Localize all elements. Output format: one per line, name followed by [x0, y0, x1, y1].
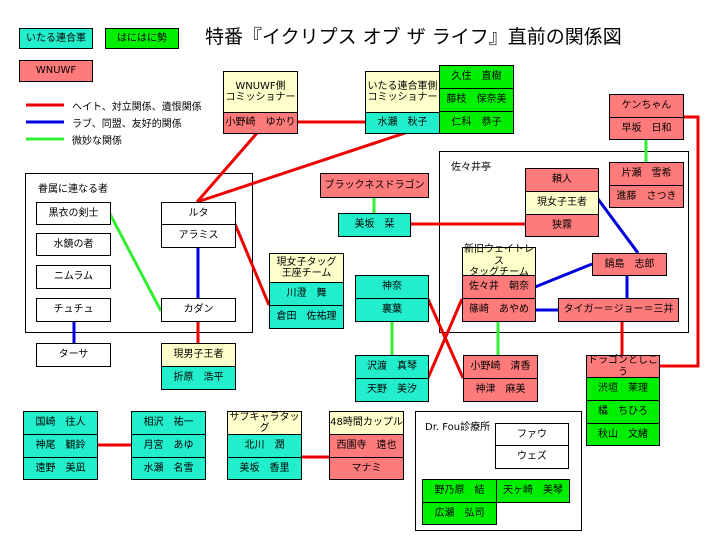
char-uraha: 裏葉: [355, 298, 429, 322]
char-kitagawa-jun: 北川 潤: [227, 434, 302, 458]
sasaitei-frame: [439, 151, 689, 333]
char-kozu-asami: 神津 麻美: [463, 378, 538, 402]
char-nabeshima-shiro: 鍋島 志郎: [592, 253, 667, 276]
line-makoto-ayame: [426, 298, 464, 379]
legend-itaru-swatch: いたる連合軍: [19, 28, 93, 49]
char-yorito: 頼人: [525, 168, 599, 192]
char-manami: マナミ: [329, 457, 404, 480]
couple-48h-label: 48時間カップル: [329, 411, 404, 435]
char-dragon-toshikou: ドラゴンとしこう: [586, 355, 660, 378]
char-fujieda-honami: 藤枝 保奈美: [439, 88, 514, 112]
kenzoku-frame: [25, 173, 253, 333]
legend-subtle-label: 微妙な関係: [72, 136, 122, 147]
char-katase-yuki: 片瀬 雪希: [609, 162, 684, 186]
char-orihara-kohei: 折原 浩平: [161, 366, 236, 390]
char-nishina-kyoko: 仁科 恭子: [439, 111, 514, 134]
char-misaka-kaori: 美坂 香里: [227, 457, 302, 480]
char-kadan: カダン: [161, 298, 236, 322]
char-onozaki-yukari: 小野崎 ゆかり: [223, 112, 298, 134]
char-tsukimiya-ayu: 月宮 あゆ: [131, 434, 206, 458]
char-blackness-dragon: ブラックネスドラゴン: [320, 173, 429, 198]
char-tachibana-chihiro: 橘 ちひろ: [586, 400, 660, 424]
kenzoku-frame-label: 眷属に連なる者: [38, 184, 108, 195]
char-shibugaki-matsuri: 渋垣 茉理: [586, 377, 660, 401]
legend-hate-label: ヘイト、対立関係、遺恨関係: [72, 102, 202, 113]
char-akiyama-fumio: 秋山 文緒: [586, 423, 660, 446]
char-kurata-sayuri: 倉田 佐祐理: [269, 305, 344, 329]
drfou-frame: [415, 411, 582, 531]
legend-love-label: ラブ、同盟、友好的関係: [72, 119, 182, 130]
char-chuchu: チュチュ: [36, 298, 111, 322]
char-sawatari-makoto: 沢渡 真琴: [355, 355, 429, 379]
char-wezu: ウェズ: [495, 445, 569, 469]
subchara-tag-label: サブキャラタッグ: [227, 411, 302, 435]
char-ruta: ルタ: [161, 202, 236, 225]
legend-hanihani-swatch: はにはに勢: [105, 28, 179, 49]
char-tasa: ターサ: [36, 343, 111, 367]
char-amano-mishio: 天野 美汐: [355, 378, 429, 402]
line-arami-tagchamp: [233, 223, 271, 306]
char-sasai-asana: 佐々井 朝奈: [462, 275, 536, 299]
char-sagiri: 狭霧: [525, 214, 599, 237]
char-hirose-koji: 広瀬 弘司: [422, 502, 497, 525]
women-champion-label: 現女子王者: [525, 191, 599, 215]
line-ken-dragon: [659, 115, 700, 368]
legend-wnuwf-swatch: WNUWF: [19, 60, 93, 82]
line-champ-nabeshima: [596, 198, 640, 254]
char-aizawa-yuichi: 相沢 祐一: [131, 411, 206, 435]
wnuwf-commissioner-label: WNUWF側 コミッショナー: [223, 71, 298, 113]
waitress-tag-label: 新旧ウェイトレス タッグチーム: [462, 244, 536, 279]
char-onozaki-sayaka: 小野崎 清香: [463, 355, 538, 379]
char-minase-akiko: 水瀬 秋子: [365, 112, 440, 134]
char-kamio-misuzu: 神尾 観鈴: [23, 434, 98, 458]
char-kunisaki-yukito: 国崎 往人: [23, 411, 98, 435]
char-kokui-no-kenshi: 黒衣の剣士: [36, 202, 111, 225]
char-nonohara-yui: 野乃原 結: [422, 479, 497, 503]
char-tiger-joe-mitsui: タイガー＝ジョー＝三井: [558, 298, 679, 322]
char-kusumi-naoki: 久住 直樹: [439, 65, 514, 89]
char-minase-nayuki: 水瀬 名雪: [131, 457, 206, 480]
itaru-commissioner-label: いたる連合軍側 コミッショナー: [365, 71, 440, 113]
char-kanna: 神奈: [355, 275, 429, 299]
char-aramisu: アラミス: [161, 224, 236, 248]
sasaitei-frame-label: 佐々井亭: [451, 162, 491, 173]
women-tag-champion-label: 現女子タッグ 王座チーム: [269, 253, 344, 283]
char-nimuramu: ニムラム: [36, 265, 111, 289]
men-champion-label: 現男子王者: [161, 343, 236, 367]
char-suikyo-no-mono: 水鏡の者: [36, 233, 111, 256]
page-title: 特番『イクリプス オブ ザ ライフ』直前の関係図: [205, 26, 622, 48]
char-tono-minagi: 遠野 美凪: [23, 457, 98, 480]
line-kokui-kadan: [108, 213, 163, 312]
char-shindo-satsuki: 進藤 さつき: [609, 185, 684, 208]
char-hayasaka-hiyori: 早坂 日和: [609, 117, 684, 140]
line-yukari-ruta: [195, 132, 259, 203]
char-misaka-shiori: 美坂 栞: [338, 213, 411, 237]
char-kawasumi-mai: 川澄 舞: [269, 282, 344, 306]
char-amagasaki-mikoto: 天ヶ崎 美琴: [496, 479, 570, 503]
char-ken-chan: ケンちゃん: [609, 94, 684, 118]
line-asana-nabeshima: [534, 262, 593, 289]
char-shinozaki-ayame: 篠崎 あやめ: [462, 298, 536, 322]
line-akiko-ruta: [196, 131, 406, 204]
char-saionji-toya: 西園寺 遠也: [329, 434, 404, 458]
drfou-frame-label: Dr. Fou診療所: [425, 422, 491, 433]
char-fau: ファウ: [495, 423, 569, 446]
